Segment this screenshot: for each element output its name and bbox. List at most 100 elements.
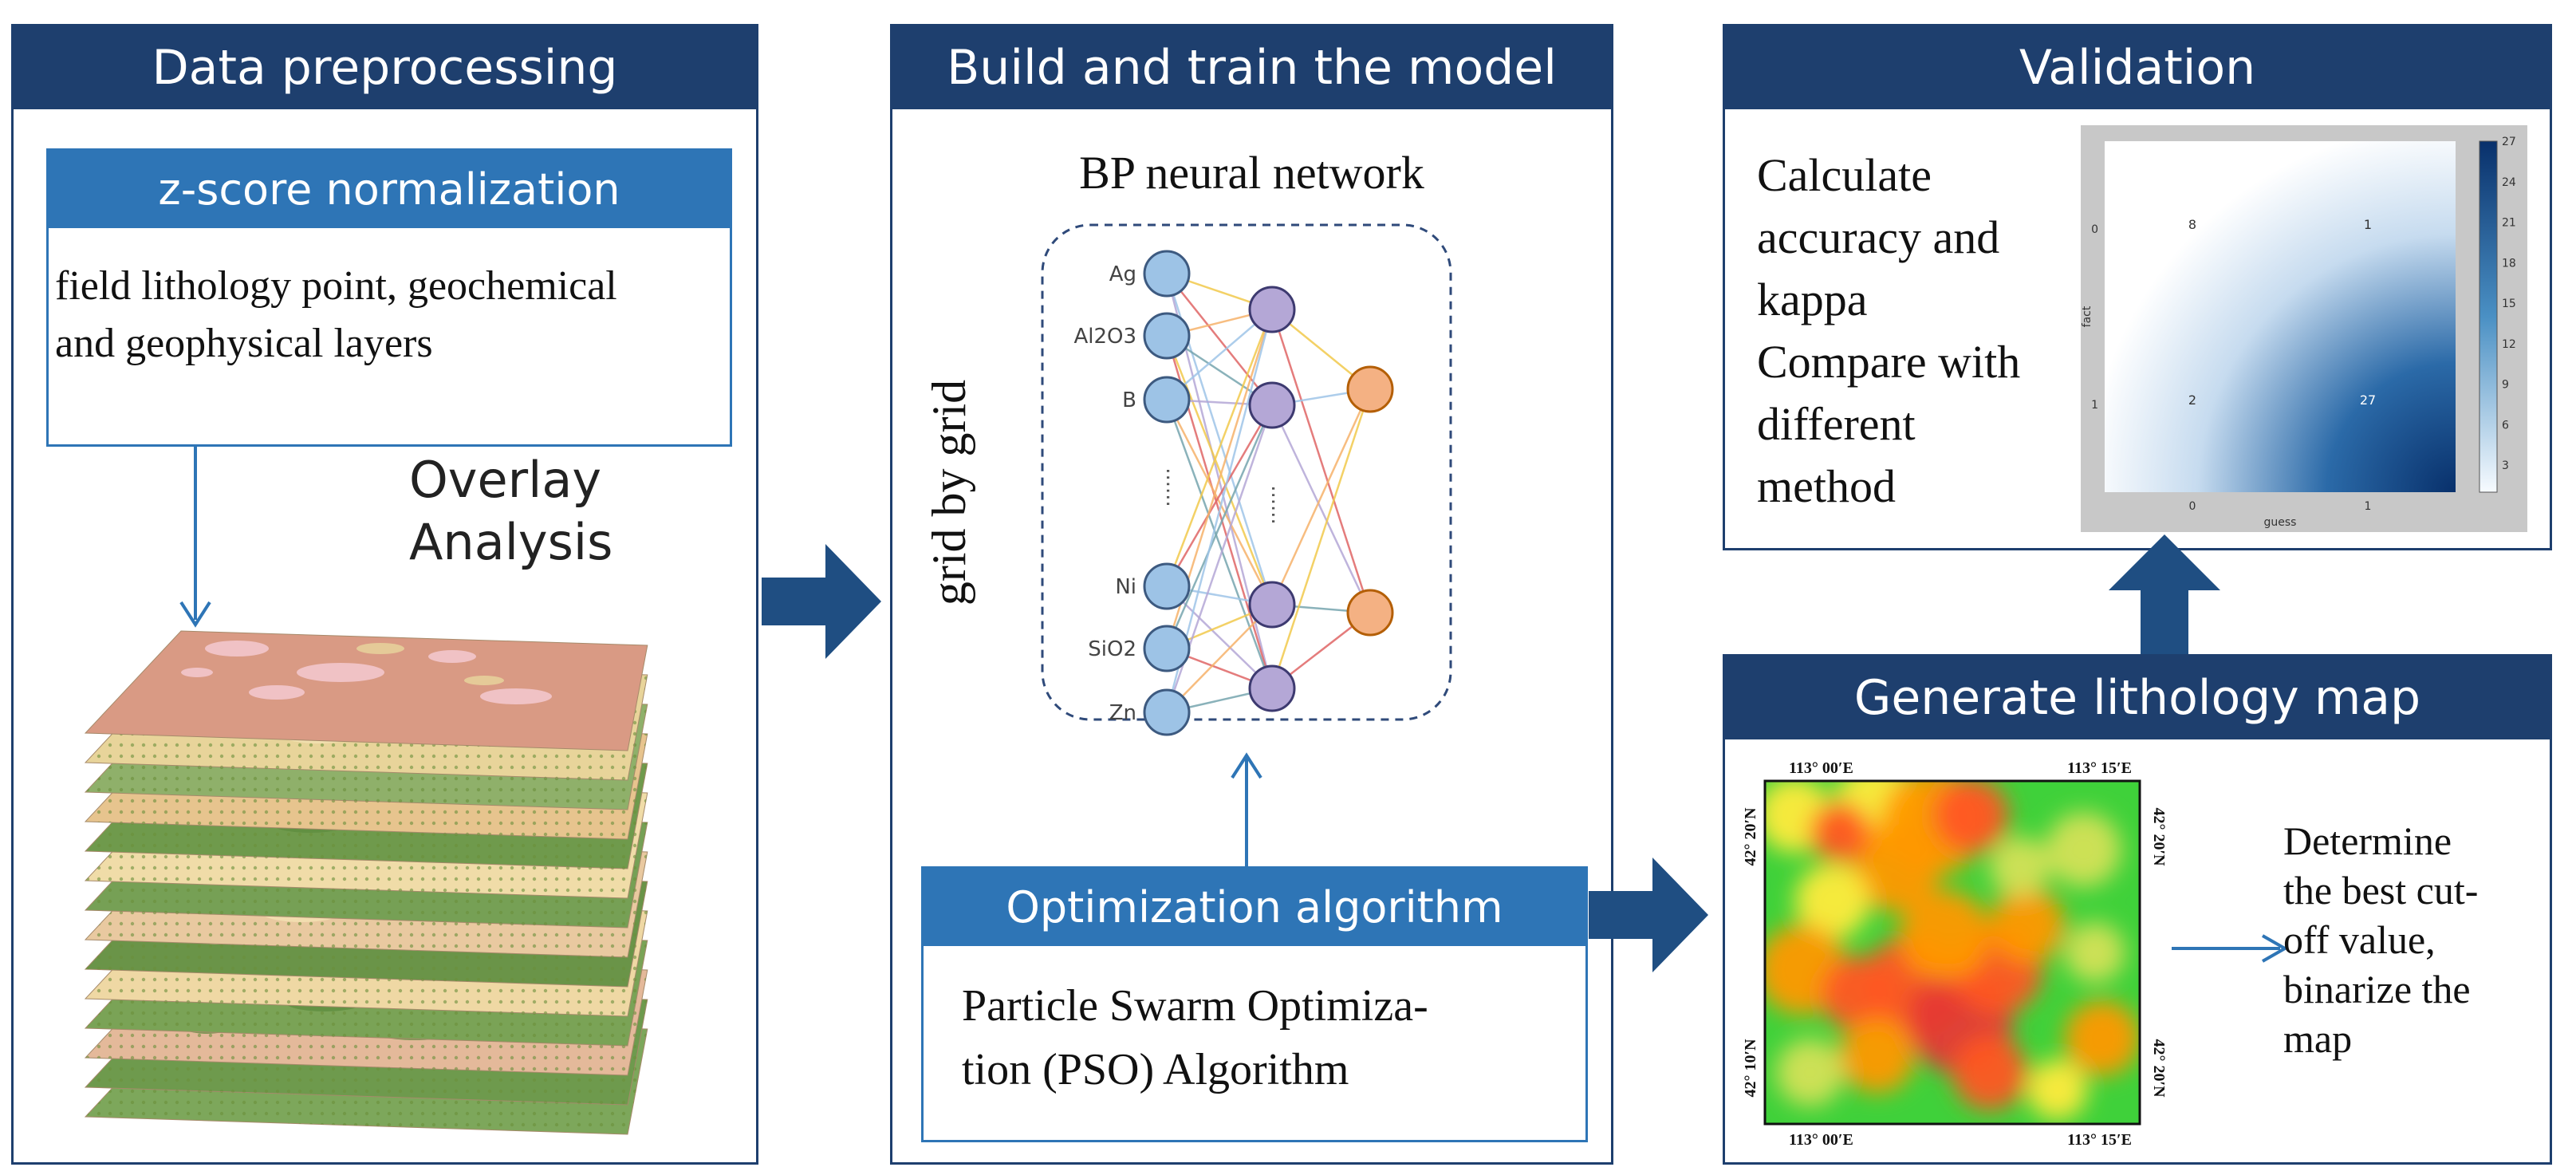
row-tick-label: 0 [2091,223,2098,236]
nn-edge [1165,404,1274,587]
pso-line1: Particle Swarm Optimiza- [962,981,1428,1031]
optimization-box: Optimization algorithm Particle Swarm Op… [921,866,1588,1142]
hidden-node [1248,381,1296,429]
nn-edge [1270,388,1372,605]
map-text-line: the best cut- [2283,868,2479,913]
colorbar-tick-label: 15 [2502,298,2516,310]
colorbar-tick-label: 18 [2502,257,2516,270]
hidden-node [1248,581,1296,629]
nn-edge [1166,604,1273,713]
map-text-line: Determine [2283,818,2452,863]
colorbar [2479,140,2498,493]
nn-edge [1165,309,1274,587]
longitude-label: 113° 00′E [1789,1131,1853,1149]
build-train-title: Build and train the model [892,26,1611,109]
input-ellipsis: ...... [1161,467,1185,507]
input-node-label: Al2O3 [1073,325,1136,349]
nn-edge [1165,335,1274,605]
cell-value-label: 1 [2364,217,2372,232]
hidden-node [1248,286,1296,333]
zscore-text-line2: and geophysical layers [55,321,433,366]
colorbar-tick-label: 24 [2502,176,2516,189]
latitude-label: 42° 20′N [1742,807,1759,866]
map-text: Determine the best cut-off value, binarize… [2283,816,2478,1063]
nn-edge [1165,399,1274,605]
bp-neural-network: AgAl2O3B......NiSiO2Zn...... [1041,223,1452,736]
map-surface [1765,781,2140,1124]
lithology-probability-map: 113° 00′E 113° 15′E 113° 00′E 113° 15′E 42° … [1742,759,2168,1149]
colorbar-tick-label: 12 [2502,338,2516,351]
validation-text-line: accuracy and [1757,211,2000,263]
nn-edge [1166,586,1273,689]
grid-by-grid-label: grid by grid [923,379,976,606]
nn-edge [1270,404,1372,613]
map-right-arrow [2172,934,2289,963]
zscore-box: z-score normalization field lithology po… [46,148,732,447]
data-preprocessing-title: Data preprocessing [14,26,756,109]
map-text-line: map [2283,1016,2353,1061]
latitude-label: 42° 10′N [1742,1039,1759,1098]
hidden-node [1248,664,1296,712]
cell-value-label: 2 [2188,392,2196,408]
heatmap-area [2105,141,2456,492]
output-node [1346,365,1394,413]
col-tick-label: 1 [2365,500,2372,513]
nn-edge [1270,388,1372,689]
flow-arrow-up [2109,534,2220,654]
overlay-label-line2: Analysis [409,513,613,571]
build-train-panel: Build and train the model BP neural netw… [890,24,1613,1165]
colorbar-tick-label: 9 [2502,379,2509,392]
col-tick-label: 0 [2189,500,2196,513]
input-node [1143,688,1191,736]
cell-value-label: 8 [2188,217,2196,232]
overlay-label-line1: Overlay [409,451,602,509]
y-axis-label: fact [2081,306,2093,327]
input-node-label: Zn [1109,701,1136,725]
input-node [1143,562,1191,610]
nn-edge [1165,399,1274,689]
pso-line2: tion (PSO) Algorithm [962,1045,1349,1094]
longitude-label: 113° 15′E [2067,759,2132,777]
longitude-label: 113° 15′E [2067,1131,2132,1149]
validation-text-line: method [1757,460,1896,512]
nn-edge [1270,309,1372,613]
validation-text-line: different [1757,398,1916,450]
stacked-data-layers [84,630,648,1135]
map-frame [1763,779,2141,1126]
input-node [1143,312,1191,360]
nn-edge [1165,404,1274,649]
colorbar-tick-label: 21 [2502,217,2516,230]
x-axis-label: guess [2264,516,2297,529]
row-tick-label: 1 [2091,399,2098,412]
data-preprocessing-panel: Data preprocessing z-score normalization… [11,24,758,1165]
longitude-label: 113° 00′E [1789,759,1853,777]
validation-text-line: Compare with [1757,336,2021,388]
input-node-label: B [1122,388,1136,412]
data-layer [84,630,648,751]
flow-arrow-1 [762,544,881,659]
validation-title: Validation [1725,26,2550,109]
input-node-label: Ni [1115,575,1136,599]
colorbar-tick-label: 3 [2502,459,2509,472]
flow-arrow-2 [1589,858,1708,972]
map-text-line: off value, [2283,917,2436,962]
latitude-label: 42° 20′N [2150,807,2168,866]
overlay-down-arrow [179,444,211,628]
validation-text-line: Calculate [1757,149,1932,201]
map-text-line: binarize the [2283,967,2471,1011]
cell-value-label: 27 [2360,392,2376,408]
zscore-title: z-score normalization [49,151,730,228]
hidden-ellipsis: ...... [1266,485,1290,525]
colorbar-tick-label: 27 [2502,136,2516,148]
output-node [1346,589,1394,637]
input-node [1143,376,1191,424]
zscore-text-line1: field lithology point, geochemical [55,263,617,309]
input-node [1143,625,1191,672]
latitude-label: 42° 20′N [2150,1039,2168,1098]
input-node-label: SiO2 [1088,637,1136,661]
optimization-title: Optimization algorithm [924,869,1585,946]
colorbar-tick-label: 6 [2502,419,2509,432]
